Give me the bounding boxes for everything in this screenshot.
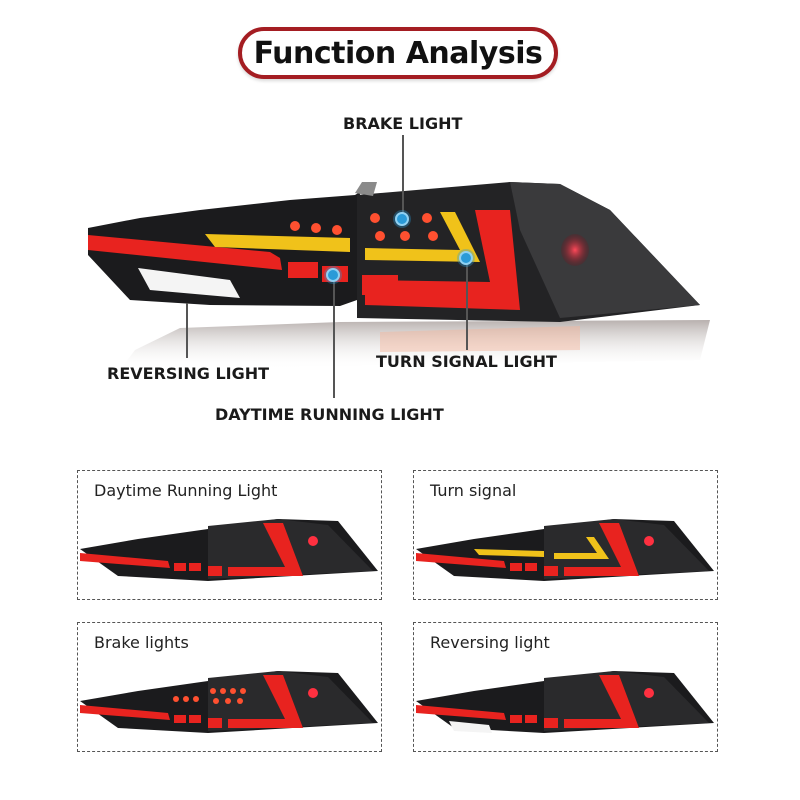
panel-label: Brake lights xyxy=(94,633,189,652)
callout-daytime-running-light: DAYTIME RUNNING LIGHT xyxy=(215,405,444,424)
daytime-running-leader xyxy=(333,280,335,398)
panel-daytime-running: Daytime Running Light xyxy=(77,470,382,600)
callout-turn-signal-light: TURN SIGNAL LIGHT xyxy=(376,352,557,371)
panel-reversing-light: Reversing light xyxy=(413,622,718,752)
callout-reversing-light: REVERSING LIGHT xyxy=(107,364,270,383)
brake-taillight-illustration xyxy=(80,671,378,733)
brake-light-leader xyxy=(402,135,404,215)
brake-light-dot-icon xyxy=(395,212,409,226)
drl-taillight-illustration xyxy=(80,519,378,581)
reverse-taillight-illustration xyxy=(416,671,714,733)
turn-signal-dot-icon xyxy=(459,251,473,265)
panel-brake-lights: Brake lights xyxy=(77,622,382,752)
panel-label: Turn signal xyxy=(430,481,517,500)
title-badge: Function Analysis xyxy=(238,27,558,79)
reversing-light-leader xyxy=(186,303,188,358)
panel-turn-signal: Turn signal xyxy=(413,470,718,600)
daytime-running-dot-icon xyxy=(326,268,340,282)
page-title: Function Analysis xyxy=(253,35,543,71)
callout-brake-light: BRAKE LIGHT xyxy=(343,114,463,133)
turn-signal-taillight-illustration xyxy=(416,519,714,581)
turn-signal-leader xyxy=(466,262,468,350)
panel-label: Reversing light xyxy=(430,633,550,652)
panel-label: Daytime Running Light xyxy=(94,481,278,500)
